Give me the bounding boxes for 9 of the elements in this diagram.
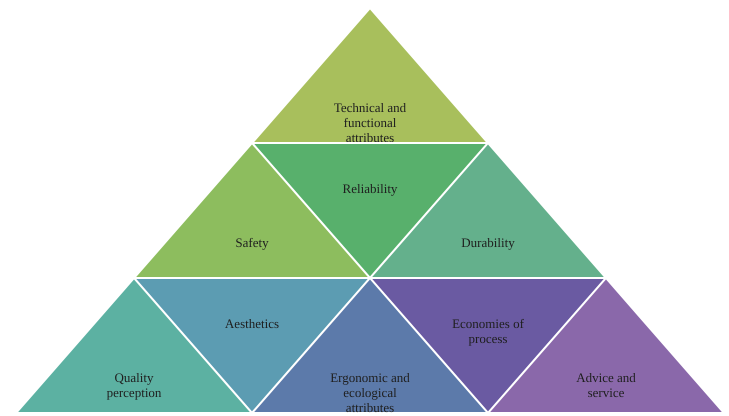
segment-label: Safety [234,234,270,250]
segment-label: Economies of process [451,316,525,346]
segment-label: Reliability [342,180,398,196]
segment-label: Advice and service [575,370,637,400]
segment-label: Quality perception [106,370,162,400]
segment-label: Aesthetics [224,316,280,331]
segment-label: Durability [460,234,516,250]
segment-label: Ergonomic and ecological attributes [329,370,411,415]
segment-label: Technical and functional attributes [332,100,408,145]
